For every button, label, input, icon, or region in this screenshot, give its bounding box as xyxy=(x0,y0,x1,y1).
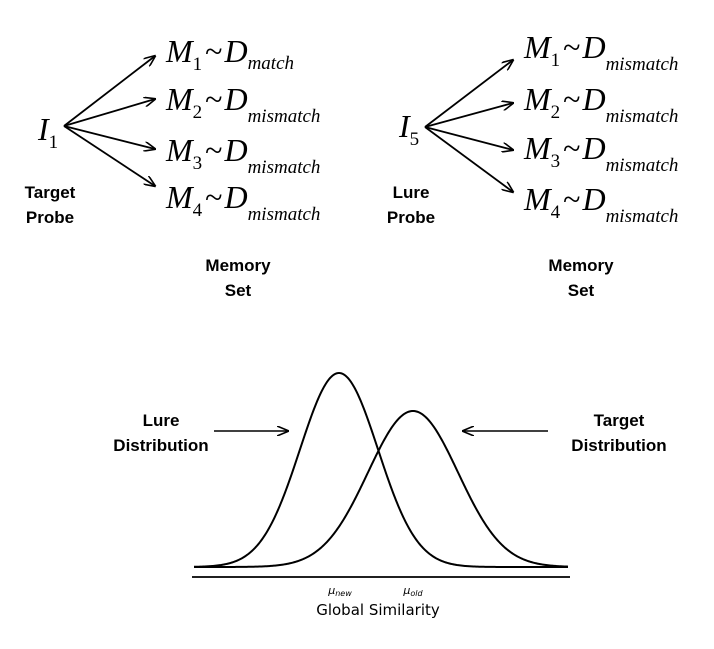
memory-2-expr: M2~Dmismatch xyxy=(523,81,678,127)
arrow-to-m2 xyxy=(63,99,155,127)
target-distribution-label-line1: Target xyxy=(594,411,645,430)
memory-2-expr: M2~Dmismatch xyxy=(165,81,320,127)
lure-probe-label-line1: Lure xyxy=(393,183,430,202)
arrow-to-m3 xyxy=(63,125,155,149)
arrow-to-m3 xyxy=(424,126,513,150)
lure-probe-model: I5 M1~Dmismatch M2~Dmismatch M3~Dmismatc… xyxy=(387,29,679,300)
target-probe-symbol: I1 xyxy=(37,111,58,153)
memory-3-expr: M3~Dmismatch xyxy=(165,132,320,178)
lure-distribution-label-line1: Lure xyxy=(143,411,180,430)
memory-3-expr: M3~Dmismatch xyxy=(523,130,678,176)
memory-set-label-line1: Memory xyxy=(205,256,271,275)
memory-1-expr: M1~Dmatch xyxy=(165,33,294,75)
lure-probe-label-line2: Probe xyxy=(387,208,435,227)
memory-1-expr: M1~Dmismatch xyxy=(523,29,678,75)
target-distribution-curve xyxy=(194,409,569,568)
target-probe-label-line1: Target xyxy=(25,183,76,202)
lure-distribution-curve xyxy=(193,371,568,568)
memory-4-expr: M4~Dmismatch xyxy=(523,181,678,227)
target-distribution-label-line2: Distribution xyxy=(571,436,666,455)
tick-mu-old: μold xyxy=(402,584,423,598)
lure-distribution-label-line2: Distribution xyxy=(113,436,208,455)
arrow-to-m2 xyxy=(424,103,513,128)
memory-set-label-line1: Memory xyxy=(548,256,614,275)
target-probe-label-line2: Probe xyxy=(26,208,74,227)
memory-set-label-line2: Set xyxy=(568,281,595,300)
tick-mu-new: μnew xyxy=(327,584,352,598)
target-probe-model: I1 M1~Dmatch M2~Dmismatch M3~Dmismatch M… xyxy=(25,33,321,300)
arrow-to-m1 xyxy=(63,56,155,127)
lure-probe-symbol: I5 xyxy=(398,108,419,150)
similarity-axis-label: Global Similarity xyxy=(316,601,440,619)
arrow-to-m1 xyxy=(424,60,513,128)
arrow-to-m4 xyxy=(63,125,155,186)
memory-set-label-line2: Set xyxy=(225,281,252,300)
memory-4-expr: M4~Dmismatch xyxy=(165,179,320,225)
similarity-distributions: μnew μold Global Similarity Lure Distrib… xyxy=(113,371,667,619)
arrow-to-m4 xyxy=(424,126,513,192)
